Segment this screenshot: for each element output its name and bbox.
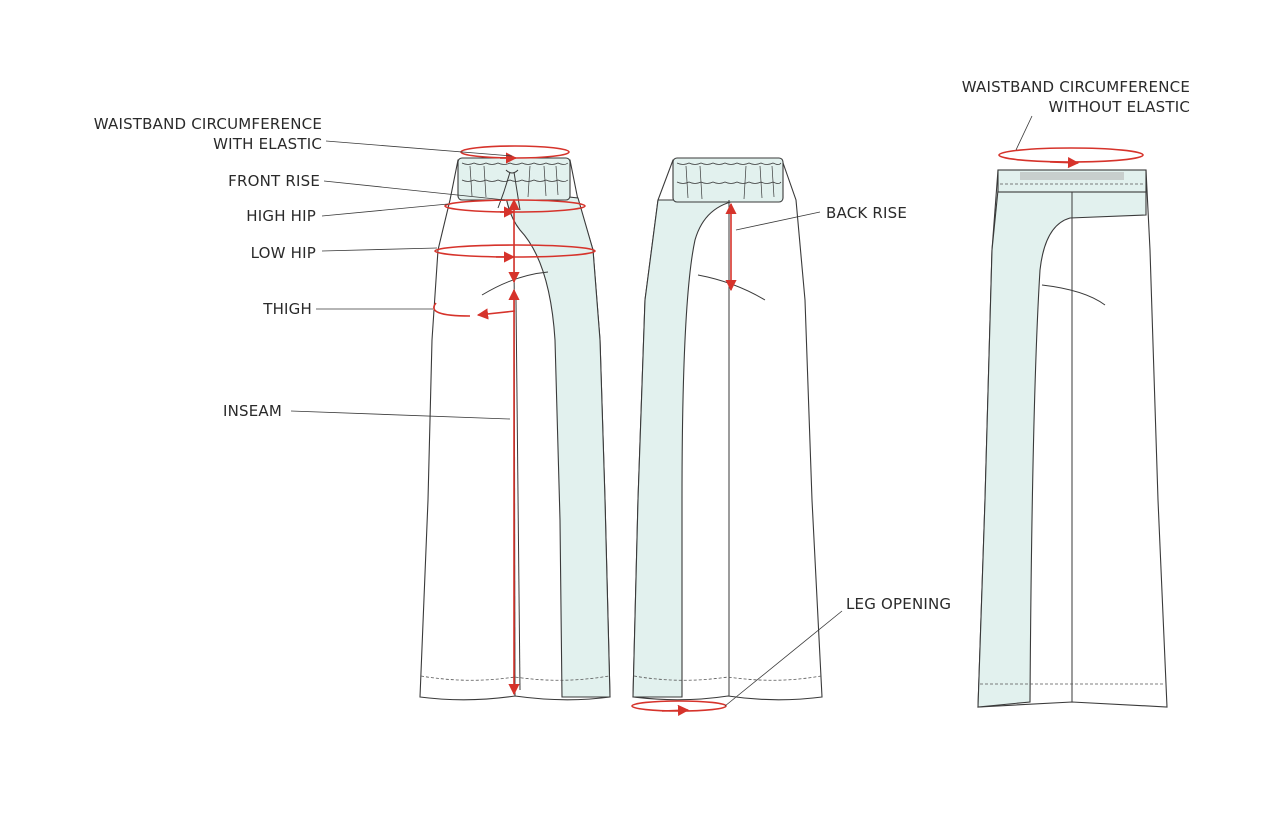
label-waist-with-elastic-2: WITH ELASTIC (213, 135, 322, 153)
front-view-pants (419, 157, 611, 701)
label-low-hip: LOW HIP (251, 244, 316, 262)
labels: WAISTBAND CIRCUMFERENCE WITH ELASTIC FRO… (94, 78, 1190, 613)
label-waist-without-elastic-2: WITHOUT ELASTIC (1049, 98, 1190, 116)
label-waist-without-elastic-1: WAISTBAND CIRCUMFERENCE (962, 78, 1190, 96)
waist-without-elastic-marker (998, 147, 1144, 163)
leader-lines (290, 115, 1033, 707)
label-high-hip: HIGH HIP (246, 207, 316, 225)
back-side-panel (632, 199, 741, 698)
label-inseam: INSEAM (223, 402, 282, 420)
label-front-rise: FRONT RISE (228, 172, 320, 190)
label-waist-with-elastic-1: WAISTBAND CIRCUMFERENCE (94, 115, 322, 133)
measurement-markers (433, 145, 1144, 716)
label-leg-opening: LEG OPENING (846, 595, 951, 613)
label-back-rise: BACK RISE (826, 204, 907, 222)
side-panel (977, 189, 1147, 708)
waist-with-elastic-marker (460, 145, 570, 159)
label-thigh: THIGH (262, 300, 312, 318)
thigh-marker (433, 302, 471, 317)
side-view-pants (977, 169, 1168, 708)
back-view-pants (632, 157, 823, 701)
leg-opening-marker (631, 700, 727, 712)
